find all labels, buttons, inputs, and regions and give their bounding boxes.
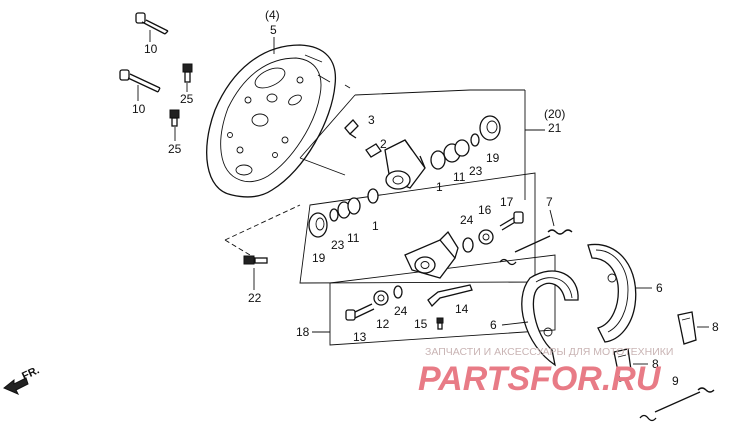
watermark-brand: PARTSFOR.RU (418, 360, 662, 398)
callout-24-upper: 24 (460, 213, 474, 227)
watermark: ЗАПЧАСТИ И АКСЕССУАРЫ ДЛЯ МОТОТЕХНИКИ PA… (418, 346, 673, 398)
bolt-part-10-lower: 10 (119, 69, 161, 116)
callout-17: 17 (500, 195, 514, 209)
callout-25-upper: 25 (180, 92, 194, 106)
callout-19-lower: 19 (312, 251, 326, 265)
callout-15: 15 (414, 317, 428, 331)
callout-25-lower: 25 (168, 142, 182, 156)
callout-18: 18 (296, 325, 330, 339)
bolt-part-25-lower: 25 (168, 109, 182, 156)
callout-19-upper: 19 (486, 151, 500, 165)
callout-23-lower: 23 (331, 238, 345, 252)
brake-shoe-part-6-left: 6 (490, 270, 579, 367)
callout-14: 14 (455, 302, 469, 316)
callout-10-lower: 10 (132, 102, 146, 116)
bolt-part-17: 17 (499, 195, 524, 231)
callout-11-lower: 11 (347, 231, 360, 245)
callout-12: 12 (376, 317, 390, 331)
callout-8-upper: 8 (712, 320, 719, 334)
cup-part-23-lower: 23 (329, 208, 345, 252)
washer-part-24-upper: 24 (460, 213, 474, 253)
adjuster-wheel-part-12: 12 (373, 290, 390, 331)
brake-shoe-part-6-right: 6 (587, 243, 663, 343)
lower-wheel-cylinder (404, 230, 459, 279)
bleeder-part-2: 2 (365, 137, 387, 158)
watermark-caption: ЗАПЧАСТИ И АКСЕССУАРЫ ДЛЯ МОТОТЕХНИКИ (425, 346, 673, 358)
callout-4: (4) (265, 8, 280, 22)
lever-part-14: 14 (427, 284, 473, 316)
clip-part-8-upper: 8 (677, 311, 719, 345)
callout-24-lower: 24 (394, 304, 408, 318)
cup-part-23-upper: 23 (469, 133, 483, 178)
callout-20: (20) (544, 107, 565, 121)
washer-part-24-lower: 24 (393, 285, 408, 318)
bolt-part-10-upper: 10 (135, 12, 169, 56)
callout-21: 21 (548, 121, 562, 135)
callout-5: 5 (270, 23, 277, 37)
callout-2: 2 (380, 137, 387, 151)
callout-1-lower: 1 (372, 219, 379, 233)
callout-6-left: 6 (490, 318, 497, 332)
callout-6-right: 6 (656, 281, 663, 295)
callout-3: 3 (368, 113, 375, 127)
front-direction-label: FR. (20, 364, 41, 382)
callout-9: 9 (672, 374, 679, 388)
callout-18-label: 18 (296, 325, 310, 339)
spring-part-7: 7 (499, 195, 573, 266)
callout-23-upper: 23 (469, 164, 483, 178)
callout-8-lower: 8 (652, 357, 659, 371)
callout-1-upper: 1 (436, 180, 443, 194)
spring-part-9: 9 (639, 374, 715, 422)
clip-part-3: 3 (344, 113, 375, 139)
piston-part-11-lower: 11 (337, 197, 361, 245)
spring-part-1-lower: 1 (367, 188, 379, 233)
callout-16: 16 (478, 203, 492, 217)
callout-20-21: (20) 21 (544, 107, 565, 135)
callout-11-upper: 11 (453, 170, 466, 184)
bolt-part-25-upper: 25 (180, 63, 194, 106)
bolt-part-22: 22 (243, 255, 268, 305)
pin-part-15: 15 (414, 317, 444, 331)
bolt-part-13: 13 (345, 303, 375, 344)
front-direction-arrow: FR. (3, 364, 41, 395)
callout-7: 7 (546, 195, 553, 209)
brake-panel-part-5 (206, 44, 337, 198)
adjuster-part-16: 16 (478, 203, 494, 245)
dust-boot-part-19-lower: 19 (308, 212, 328, 265)
wheel-cylinder-part-1-upper: 1 (384, 139, 443, 194)
piston-part-11-upper: 11 (430, 139, 470, 184)
callout-10-upper: 10 (144, 42, 158, 56)
callout-4-5: (4) 5 (265, 8, 280, 54)
assembly-guide-lines (224, 84, 556, 346)
dust-boot-part-19-upper: 19 (479, 115, 501, 165)
callout-22: 22 (248, 291, 262, 305)
callout-13: 13 (353, 330, 367, 344)
clip-part-8-lower: 8 (613, 348, 659, 382)
